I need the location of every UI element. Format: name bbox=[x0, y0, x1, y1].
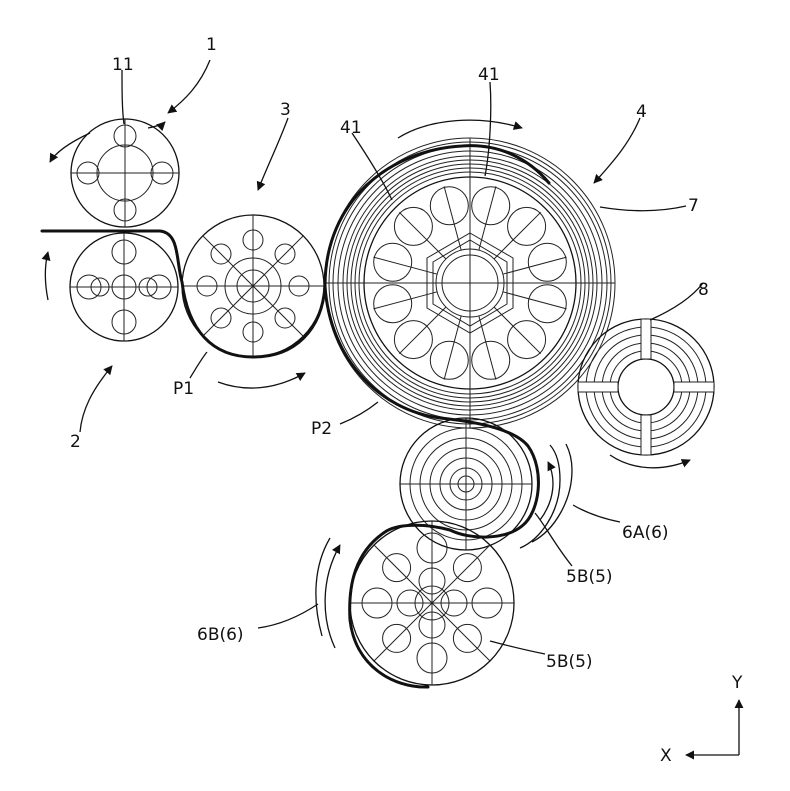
roller-2 bbox=[70, 233, 178, 341]
drum-spoke bbox=[373, 292, 437, 309]
drum-spoke bbox=[399, 307, 446, 354]
label-point-p2: P2 bbox=[311, 419, 332, 439]
label-roller-5b-upper: 5B(5) bbox=[566, 567, 613, 587]
label-point-p1: P1 bbox=[173, 379, 194, 399]
drum-spoke bbox=[479, 186, 496, 250]
roller-8 bbox=[578, 319, 714, 455]
label-roller-3: 3 bbox=[280, 100, 291, 120]
label-roller-2: 2 bbox=[70, 432, 81, 452]
label-drum-4: 4 bbox=[636, 102, 647, 122]
drum-spoke bbox=[373, 257, 437, 274]
drum-spoke bbox=[444, 316, 461, 380]
axis-indicator bbox=[686, 700, 739, 755]
label-roller-1-part: 11 bbox=[112, 55, 134, 75]
drum-spoke bbox=[494, 212, 541, 259]
drum-spoke bbox=[503, 292, 567, 309]
label-drum-4-part-top: 41 bbox=[478, 65, 500, 85]
roller-5b-lower bbox=[350, 521, 514, 685]
label-roller-8: 8 bbox=[698, 280, 709, 300]
label-axis-x: X bbox=[660, 746, 672, 766]
drum-spoke bbox=[399, 212, 446, 259]
drum-spoke bbox=[503, 257, 567, 274]
label-roller-5b-lower: 5B(5) bbox=[546, 652, 593, 672]
roller-5b-upper bbox=[400, 418, 532, 550]
label-drum-4-part-left: 41 bbox=[340, 118, 362, 138]
roller-1 bbox=[71, 119, 179, 227]
label-axis-y: Y bbox=[731, 673, 743, 693]
drum-spoke bbox=[494, 307, 541, 354]
label-sheet-7: 7 bbox=[688, 196, 699, 216]
label-roller-1: 1 bbox=[206, 35, 217, 55]
label-guide-6b: 6B(6) bbox=[197, 625, 244, 645]
drum-spoke bbox=[479, 316, 496, 380]
label-guide-6a: 6A(6) bbox=[622, 523, 669, 543]
drum-spoke bbox=[444, 186, 461, 250]
